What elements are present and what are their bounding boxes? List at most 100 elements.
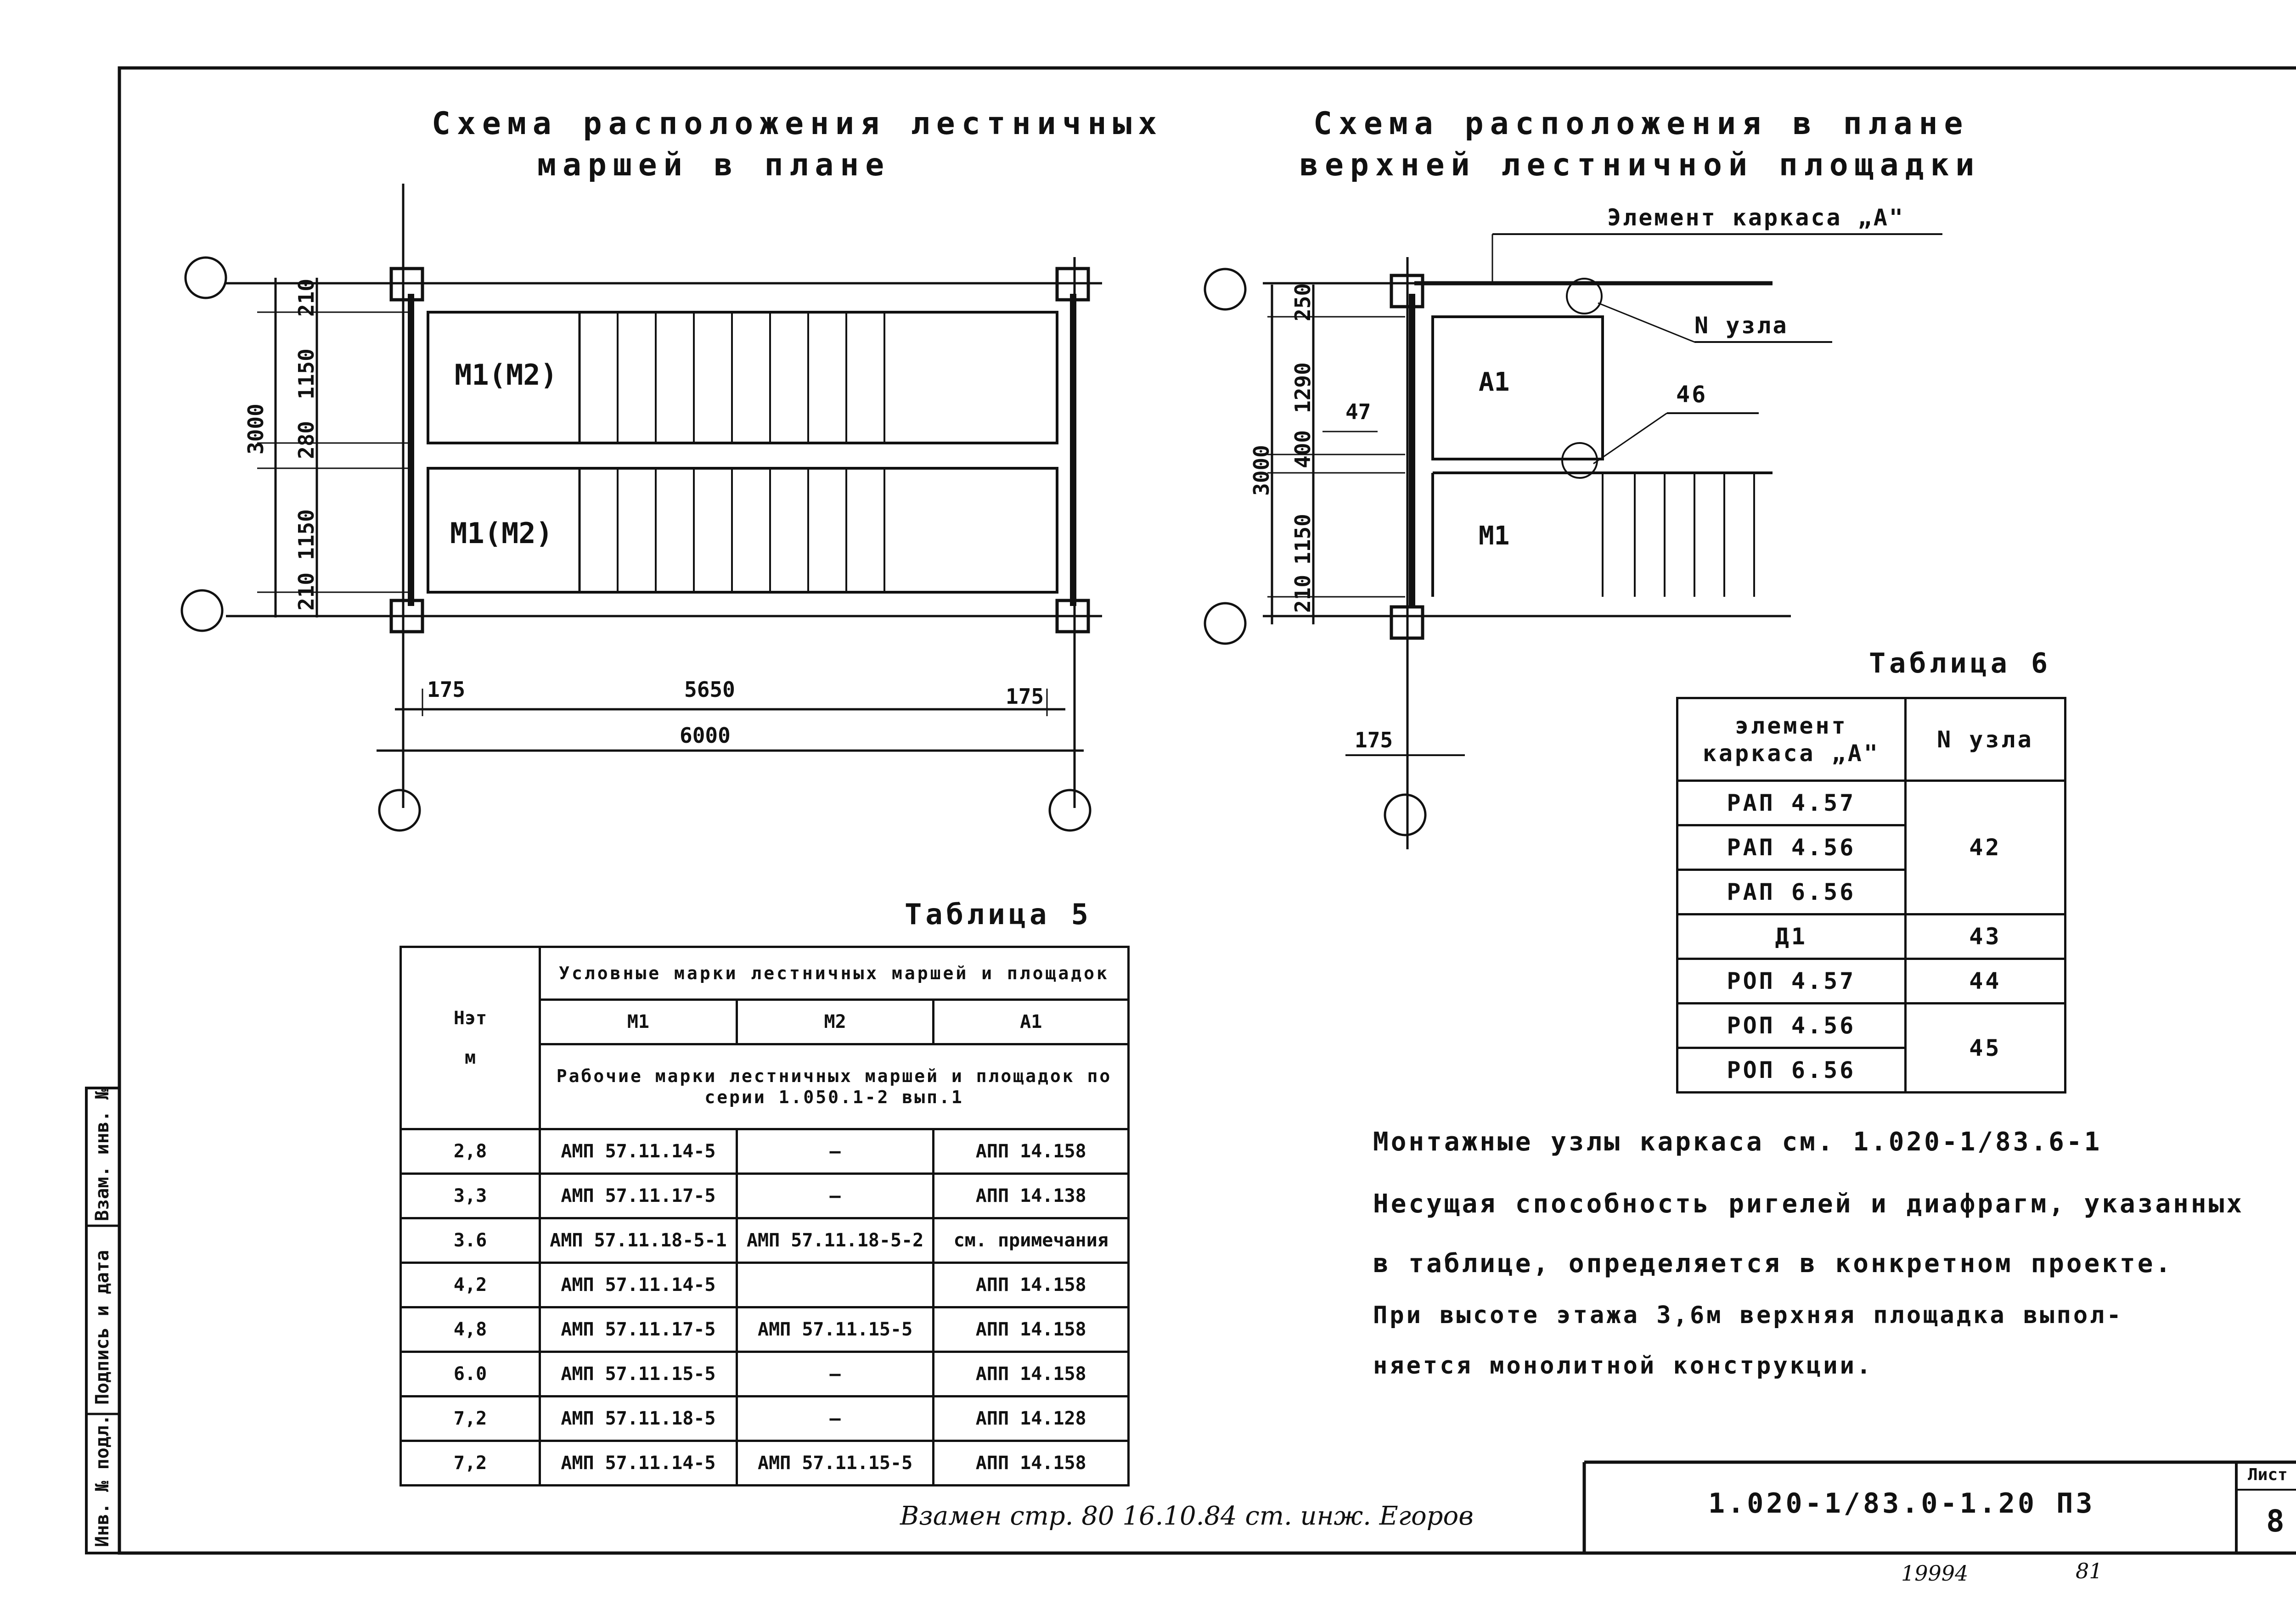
table5-cell: 4,2	[399, 1262, 541, 1308]
table5-cell: АМП 57.11.14-5	[539, 1262, 738, 1308]
march-mark: М1	[1479, 521, 1510, 551]
dim-3000-right: 3000	[1249, 445, 1274, 496]
table6-cell: РАП 4.56	[1676, 824, 1907, 871]
table6-cell: РОП 4.56	[1676, 1002, 1907, 1049]
element-frame-label: Элемент каркаса „А"	[1607, 204, 1905, 231]
table6-cell: 42	[1904, 780, 2067, 915]
side-sign-label: Подпись и дата	[92, 1250, 113, 1405]
march-label-top: М1(М2)	[455, 358, 557, 392]
table5-cell: —	[735, 1172, 935, 1219]
side-inv-label: Инв. № подл.	[92, 1414, 113, 1547]
landing-mark: А1	[1479, 367, 1510, 397]
table5-cell: —	[735, 1395, 935, 1442]
note-line-1: Монтажные узлы каркаса см. 1.020-1/83.6-…	[1373, 1127, 2102, 1157]
table5-cell: АМП 57.11.14-5	[539, 1128, 738, 1175]
table5-cell: АМП 57.11.15-5	[735, 1440, 935, 1486]
table5-cell: АПП 14.158	[932, 1440, 1130, 1486]
table5-cell: —	[735, 1351, 935, 1397]
table5-conditional-header: Условные марки лестничных маршей и площа…	[539, 946, 1130, 1001]
dim-280: 280	[294, 421, 319, 459]
side-replace-label: Взам. инв. №	[92, 1088, 113, 1221]
left-scheme-title-line2: маршей в плане	[537, 147, 891, 183]
dim-210-bottom: 210	[294, 572, 319, 611]
table5-cell: АПП 14.158	[932, 1262, 1130, 1308]
dim-210-top: 210	[294, 278, 319, 317]
table5-het-header: Нэт м	[399, 946, 541, 1130]
dim-400: 400	[1290, 430, 1315, 468]
handwritten-note: Взамен стр. 80 16.10.84 ст. инж. Егоров	[900, 1501, 1474, 1531]
table5-cell: АМП 57.11.18-5-2	[735, 1217, 935, 1264]
drawing-code: 1.020-1/83.0-1.20 ПЗ	[1708, 1487, 2095, 1520]
dim-3000-left: 3000	[243, 404, 268, 454]
table5-cell: см. примечания	[932, 1217, 1130, 1264]
dim-5650: 5650	[684, 677, 735, 702]
note-line-5: няется монолитной конструкции.	[1373, 1352, 1874, 1380]
bottom-number-1: 19994	[1901, 1561, 1969, 1586]
table6-col2-header: N узла	[1904, 697, 2067, 782]
table5-het-label: Нэт	[453, 1008, 487, 1029]
dim-1150-bottom: 1150	[294, 509, 319, 560]
note-line-2: Несущая способность ригелей и диафрагм, …	[1373, 1189, 2245, 1219]
table6-cell: Д1	[1676, 913, 1907, 960]
sheet-label: Лист	[2248, 1465, 2288, 1484]
table5-cell: АПП 14.128	[932, 1395, 1130, 1442]
table5-cell: АПП 14.158	[932, 1306, 1130, 1353]
bottom-number-2: 81	[2076, 1559, 2103, 1583]
table5-cell: АПП 14.158	[932, 1128, 1130, 1175]
table5-cell: АМП 57.11.15-5	[735, 1306, 935, 1353]
sheet-number: 8	[2266, 1503, 2285, 1539]
node-label: N узла	[1694, 312, 1789, 339]
march-label-bottom: М1(М2)	[450, 516, 553, 550]
table5-title: Таблица 5	[905, 897, 1092, 931]
table6-col1-header: элемент каркаса „А"	[1676, 697, 1907, 782]
dim-47: 47	[1345, 399, 1371, 424]
dim-175-right: 175	[1006, 684, 1044, 709]
table5-cell: —	[735, 1128, 935, 1175]
table6-cell: РОП 6.56	[1676, 1047, 1907, 1094]
table5-cell: 7,2	[399, 1395, 541, 1442]
table5-cell: АПП 14.138	[932, 1172, 1130, 1219]
table5: Нэт м Условные марки лестничных маршей и…	[399, 946, 1130, 1486]
table5-cell	[735, 1262, 935, 1308]
table5-sub-m2: М2	[735, 998, 935, 1045]
dim-6000: 6000	[680, 723, 731, 748]
table5-working-header: Рабочие марки лестничных маршей и площад…	[539, 1043, 1130, 1130]
dim-250: 250	[1290, 283, 1315, 321]
table5-cell: АМП 57.11.17-5	[539, 1172, 738, 1219]
table5-cell: 7,2	[399, 1440, 541, 1486]
table5-cell: АМП 57.11.18-5	[539, 1395, 738, 1442]
dim-1290: 1290	[1290, 362, 1315, 413]
table6-cell: 44	[1904, 958, 2067, 1004]
table5-sub-a1: А1	[932, 998, 1130, 1045]
table6-cell: РОП 4.57	[1676, 958, 1907, 1004]
dim-1150-top: 1150	[294, 348, 319, 399]
table5-cell: АМП 57.11.18-5-1	[539, 1217, 738, 1264]
table5-sub-m1: М1	[539, 998, 738, 1045]
note-line-3: в таблице, определяется в конкретном про…	[1373, 1249, 2173, 1279]
table6-cell: 43	[1904, 913, 2067, 960]
note-line-4: При высоте этажа 3,6м верхняя площадка в…	[1373, 1301, 2123, 1329]
table5-cell: АПП 14.158	[932, 1351, 1130, 1397]
table5-cell: АМП 57.11.15-5	[539, 1351, 738, 1397]
table5-cell: АМП 57.11.14-5	[539, 1440, 738, 1486]
table6-cell: РАП 4.57	[1676, 780, 1907, 826]
table5-cell: 3.6	[399, 1217, 541, 1264]
table5-cell: 4,8	[399, 1306, 541, 1353]
table5-cell: 3,3	[399, 1172, 541, 1219]
left-scheme-title-line1: Схема расположения лестничных	[432, 106, 1164, 142]
table5-cell: 6.0	[399, 1351, 541, 1397]
dim-175-right-scheme: 175	[1355, 728, 1393, 752]
right-scheme-title-line1: Схема расположения в плане	[1313, 106, 1970, 142]
table6-cell: 45	[1904, 1002, 2067, 1094]
dim-1150-right: 1150	[1290, 514, 1315, 565]
dim-210-right: 210	[1290, 574, 1315, 613]
right-scheme-title-line2: верхней лестничной площадки	[1300, 147, 1981, 183]
table6-cell: РАП 6.56	[1676, 869, 1907, 915]
node-value: 46	[1676, 381, 1708, 408]
table5-cell: АМП 57.11.17-5	[539, 1306, 738, 1353]
dim-175-left: 175	[427, 677, 466, 702]
table5-cell: 2,8	[399, 1128, 541, 1175]
table6-title: Таблица 6	[1869, 647, 2052, 679]
